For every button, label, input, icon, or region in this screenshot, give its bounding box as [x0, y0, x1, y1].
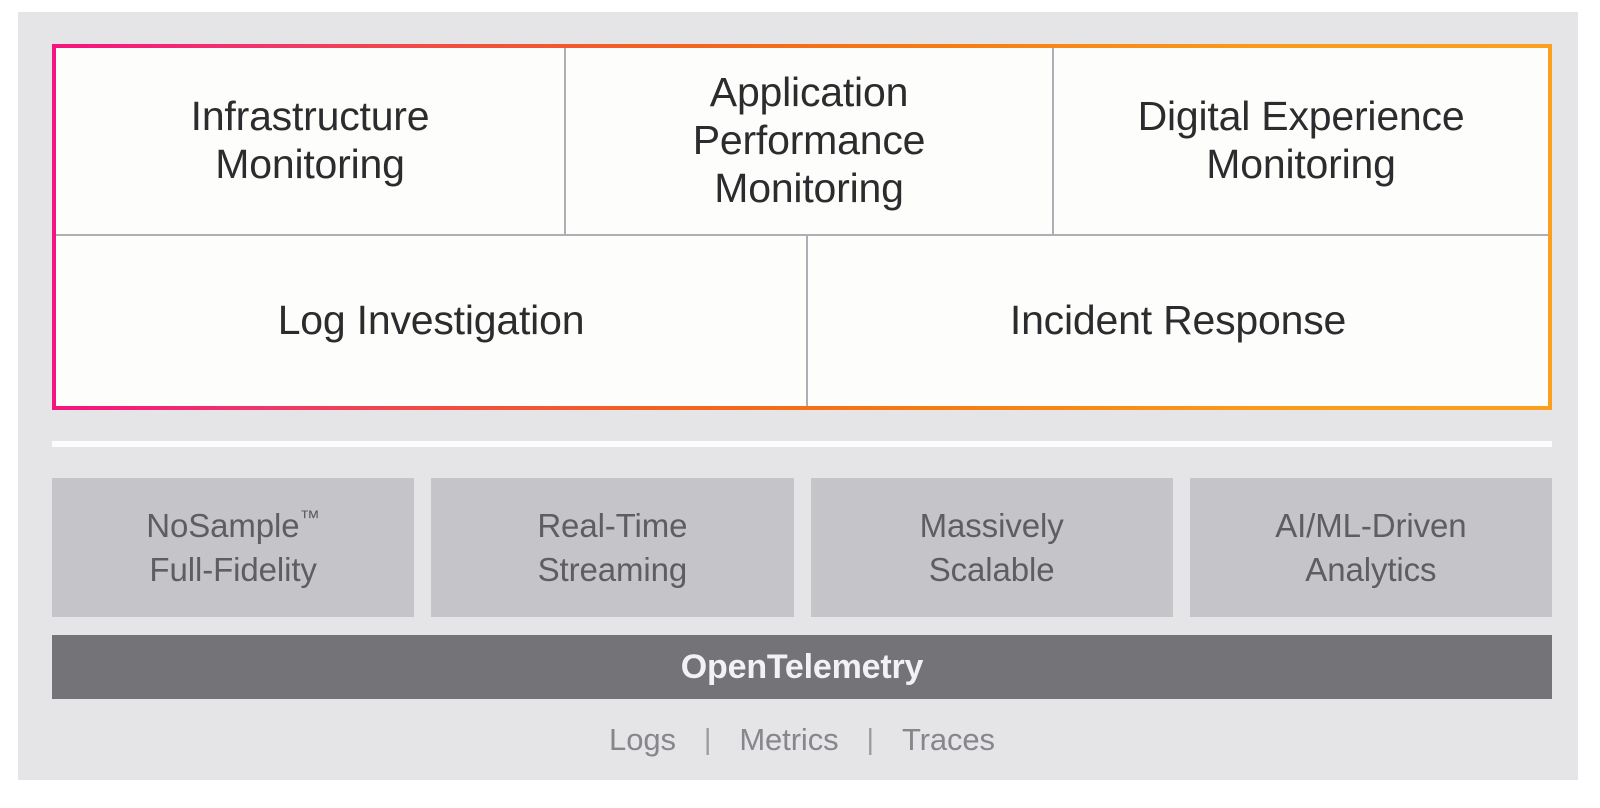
capability-label: Incident Response — [1009, 297, 1347, 344]
capability-cell-digital-experience-monitoring[interactable]: Digital Experience Monitoring — [1052, 48, 1548, 234]
feature-label-line: Real-Time — [537, 506, 688, 544]
feature-box-nosample-full-fidelity[interactable]: NoSample™ Full-Fidelity — [52, 478, 415, 617]
diagram-canvas: Infrastructure Monitoring Application Pe… — [18, 12, 1578, 780]
feature-label-line: NoSample — [146, 506, 300, 544]
feature-label-line: Streaming — [537, 550, 688, 588]
signal-label-metrics: Metrics — [739, 722, 839, 757]
capability-row-top: Infrastructure Monitoring Application Pe… — [56, 48, 1548, 236]
capability-cell-infrastructure-monitoring[interactable]: Infrastructure Monitoring — [56, 48, 564, 234]
capability-label-line: Monitoring — [1206, 141, 1396, 187]
feature-label-line: Massively — [919, 506, 1064, 544]
feature-label-line: Analytics — [1305, 550, 1437, 588]
capability-label-line: Digital Experience — [1137, 93, 1465, 140]
capability-panel-inner: Infrastructure Monitoring Application Pe… — [56, 48, 1548, 406]
section-divider — [52, 441, 1552, 447]
capability-panel: Infrastructure Monitoring Application Pe… — [52, 44, 1552, 410]
capability-label: Application Performance Monitoring — [693, 69, 926, 213]
capability-label-line: Monitoring — [215, 141, 405, 187]
feature-label-line: Scalable — [928, 550, 1055, 588]
capability-label: Digital Experience Monitoring — [1138, 93, 1465, 189]
capability-cell-log-investigation[interactable]: Log Investigation — [56, 236, 806, 406]
capability-cell-incident-response[interactable]: Incident Response — [806, 236, 1548, 406]
telemetry-signals-footer: Logs | Metrics | Traces — [52, 712, 1552, 768]
capability-label-line: Performance — [692, 117, 926, 164]
signal-label-logs: Logs — [609, 722, 676, 757]
opentelemetry-label: OpenTelemetry — [680, 647, 924, 686]
signal-label-traces: Traces — [901, 722, 995, 757]
capability-label: Log Investigation — [277, 297, 585, 344]
capability-row-bottom: Log Investigation Incident Response — [56, 236, 1548, 406]
feature-label-line: Full-Fidelity — [149, 550, 317, 588]
signal-separator: | — [866, 723, 875, 756]
feature-label-line: AI/ML-Driven — [1275, 506, 1467, 544]
feature-label: NoSample™ Full-Fidelity — [146, 504, 320, 591]
signal-separator: | — [703, 723, 712, 756]
capability-label-line: Infrastructure — [190, 93, 430, 140]
capability-label: Infrastructure Monitoring — [191, 93, 430, 189]
capability-label-line: Application — [709, 69, 909, 116]
opentelemetry-foundation-bar[interactable]: OpenTelemetry — [52, 635, 1552, 699]
capability-cell-application-performance-monitoring[interactable]: Application Performance Monitoring — [564, 48, 1052, 234]
capability-label-line: Monitoring — [714, 164, 904, 211]
trademark-icon: ™ — [299, 506, 320, 530]
